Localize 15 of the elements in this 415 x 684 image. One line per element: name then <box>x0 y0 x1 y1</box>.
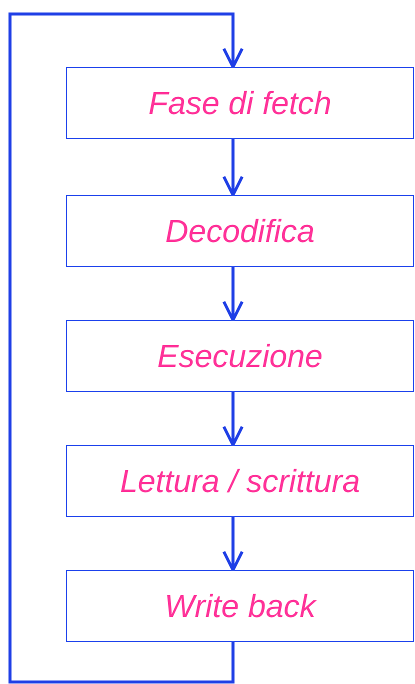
process-box <box>66 67 414 139</box>
process-box <box>66 195 414 267</box>
arrow <box>222 392 244 446</box>
step-label: Esecuzione <box>157 337 323 376</box>
process-box <box>66 445 414 517</box>
step-label: Decodifica <box>165 212 315 251</box>
arrow <box>8 12 244 684</box>
arrow <box>222 139 244 196</box>
process-box <box>66 320 414 392</box>
arrow <box>222 267 244 322</box>
step-label: Lettura / scrittura <box>120 462 360 501</box>
step-label: Fase di fetch <box>148 84 332 123</box>
arrow <box>222 517 244 572</box>
step-label: Write back <box>164 587 316 626</box>
process-box <box>66 570 414 642</box>
